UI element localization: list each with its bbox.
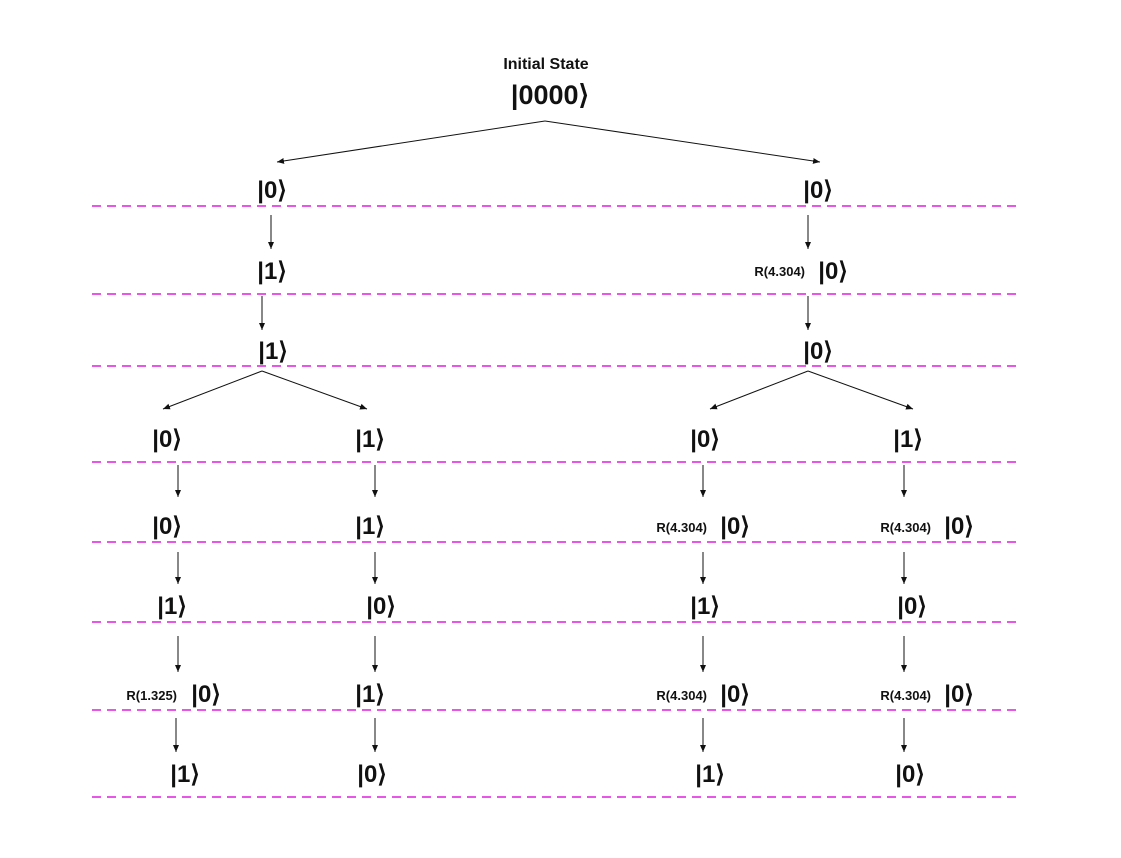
state-ket: |1⟩	[690, 593, 719, 620]
edge-arrow	[276, 120, 546, 164]
rotation-label: R(4.304)	[880, 520, 931, 535]
state-ket: |0⟩	[944, 681, 973, 708]
level-separators	[92, 205, 1020, 798]
state-ket: |0⟩	[152, 426, 181, 453]
state-ket: |0⟩	[897, 593, 926, 620]
state-ket: |0⟩	[152, 513, 181, 540]
rotation-label: R(1.325)	[126, 688, 177, 703]
rotation-label: R(4.304)	[656, 520, 707, 535]
diagram-title: Initial State	[503, 56, 588, 73]
state-ket: |0⟩	[803, 338, 832, 365]
state-ket: |1⟩	[258, 338, 287, 365]
state-ket: |0⟩	[191, 681, 220, 708]
state-ket: |1⟩	[355, 426, 384, 453]
edge-arrow	[709, 370, 809, 410]
state-ket: |0⟩	[690, 426, 719, 453]
state-ket: |0⟩	[366, 593, 395, 620]
edge-arrow	[544, 120, 821, 164]
state-ket: |0⟩	[720, 513, 749, 540]
state-ket: |1⟩	[257, 258, 286, 285]
root-state-ket: |0000⟩	[511, 80, 589, 110]
tree-labels: Initial State |0000⟩ |0⟩ |0⟩ |1⟩ R(4.304…	[126, 56, 973, 788]
state-ket: |1⟩	[355, 681, 384, 708]
edge-arrow	[162, 370, 263, 410]
state-ket: |0⟩	[257, 177, 286, 204]
tree-edges	[162, 120, 914, 752]
state-ket: |0⟩	[818, 258, 847, 285]
state-ket: |0⟩	[720, 681, 749, 708]
state-ket: |1⟩	[893, 426, 922, 453]
rotation-label: R(4.304)	[656, 688, 707, 703]
edge-arrow	[261, 370, 368, 410]
edge-arrow	[807, 370, 914, 410]
rotation-label: R(4.304)	[754, 264, 805, 279]
state-ket: |0⟩	[357, 761, 386, 788]
state-ket: |0⟩	[895, 761, 924, 788]
state-ket: |1⟩	[157, 593, 186, 620]
state-ket: |1⟩	[355, 513, 384, 540]
rotation-label: R(4.304)	[880, 688, 931, 703]
state-ket: |1⟩	[695, 761, 724, 788]
state-ket: |0⟩	[803, 177, 832, 204]
state-ket: |0⟩	[944, 513, 973, 540]
state-ket: |1⟩	[170, 761, 199, 788]
